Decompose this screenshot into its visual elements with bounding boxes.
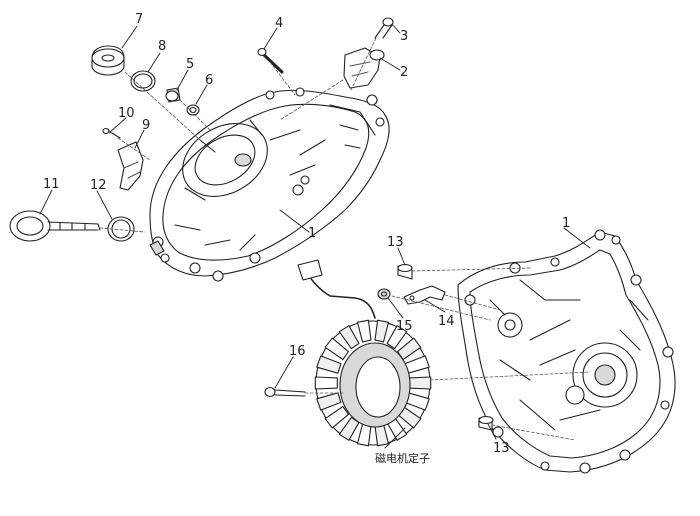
stator-teeth [314,319,432,447]
cover-boss [234,153,252,167]
cover-upper-fins [329,104,376,149]
part-5-plug [165,87,181,103]
part-number-7: 7 [135,12,143,27]
stator-tooth [316,355,342,374]
part-number-12: 12 [90,178,107,193]
part-14-clip [403,285,446,305]
part-number-13-upper: 13 [387,235,404,250]
cover-bore-outer [182,123,268,197]
part-number-2: 2 [400,65,408,80]
stator-assembly [297,259,432,447]
part-number-15: 15 [396,319,413,334]
right-cover-bore-inner [594,364,616,386]
right-cover-assembly [457,229,676,474]
part-2-sensor [343,47,385,89]
part-13-dowel-lower [478,415,494,431]
part-8-oring [130,70,156,92]
part-10-bolt [102,127,121,139]
upper-cover-inner [162,103,370,261]
stator-bore [355,356,401,418]
stator-tooth [356,319,372,343]
stator-tooth [324,337,349,361]
part-11-dipstick [9,210,101,242]
part-number-1-left: 1 [308,226,316,241]
stator-caption: 磁电机定子 [375,451,430,465]
part-4-bolt [257,47,284,74]
stator-wire-lead [304,267,376,319]
right-cover-boss-hole [504,319,516,331]
part-numbers: 7 8 5 6 10 9 4 3 2 11 12 1 1 13 13 14 15… [43,12,570,465]
part-number-16: 16 [289,344,306,359]
part-3-bolt [374,17,394,39]
stator-tooth [324,405,349,429]
right-cover-lower-boss [565,385,585,405]
part-6-washer [186,104,200,116]
upper-cover-outline [149,89,390,277]
part-number-14: 14 [438,314,455,329]
cover-bolt-bosses [152,87,385,282]
part-number-11: 11 [43,177,60,192]
left-cover-assembly [149,87,390,282]
part-13-dowel-upper [397,263,413,280]
right-cover-inner [469,249,661,459]
part-16-bolt [264,386,306,398]
part-number-8: 8 [158,39,166,54]
stator-tooth [386,325,408,350]
right-cover-bore-mid [582,352,628,398]
part-9-bracket [117,141,144,191]
part-number-1-right: 1 [562,216,570,231]
leader-dash-lines-left [99,37,377,233]
part-number-10: 10 [118,106,135,121]
part-number-9: 9 [142,118,150,133]
right-cover-boss [497,312,523,338]
part-number-6: 6 [205,73,213,88]
part-number-4: 4 [275,16,283,31]
leader-dash-lines-right [304,267,591,441]
stator-tooth [316,392,342,411]
part-7-cap [91,45,125,76]
stator-tooth [338,325,360,350]
stator-tooth [314,376,338,390]
stator-connector [297,259,323,281]
part-number-5: 5 [186,57,194,72]
part-number-13-lower: 13 [493,441,510,456]
number-leader-lines [39,23,591,449]
cover-drain-plug [149,240,165,256]
cover-ribs [174,119,326,251]
stator-tooth [374,319,390,343]
right-cover-ribs [489,279,649,431]
part-15-bolt [377,288,391,300]
cover-bore-inner [194,134,256,186]
stator-tooth [408,376,432,390]
part-number-3: 3 [400,29,408,44]
